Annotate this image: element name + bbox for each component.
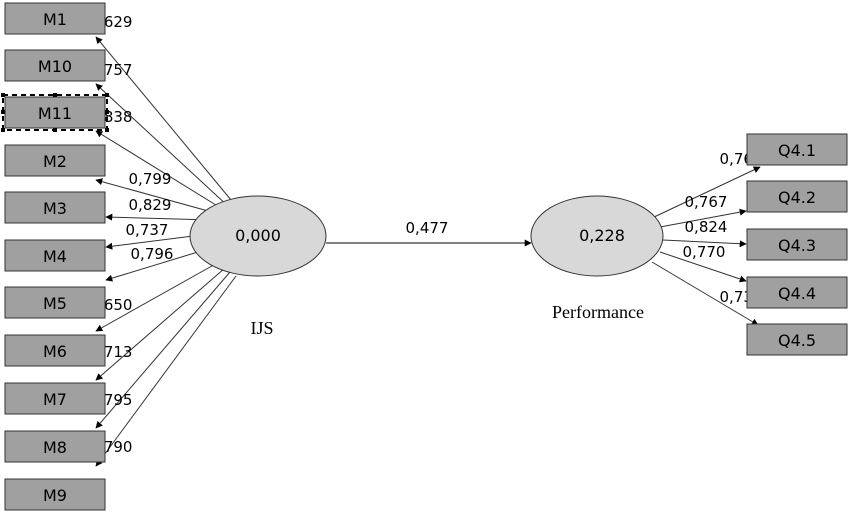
loading-arrow xyxy=(95,36,237,207)
loading-arrow xyxy=(105,213,214,221)
loading-value: 0,799 xyxy=(129,170,172,188)
indicator-q4-1[interactable]: Q4.1 xyxy=(746,133,848,166)
indicator-m11[interactable]: M11 xyxy=(4,96,106,129)
indicator-m3[interactable]: M3 xyxy=(4,191,106,224)
loading-arrow xyxy=(95,275,237,467)
loading-arrow xyxy=(659,251,747,283)
indicator-q4-5[interactable]: Q4.5 xyxy=(746,323,848,356)
path-coefficient: 0,477 xyxy=(406,219,449,237)
indicator-box[interactable] xyxy=(4,239,106,272)
selection-handle[interactable] xyxy=(105,128,109,132)
loading-value: 0,770 xyxy=(683,243,726,261)
indicator-label: Q4.4 xyxy=(778,284,816,303)
loading-arrow xyxy=(95,130,225,211)
indicator-label: Q4.2 xyxy=(778,188,816,207)
indicator-box[interactable] xyxy=(746,276,848,309)
indicator-label: Q4.5 xyxy=(778,331,816,350)
performance-name-label: Performance xyxy=(552,302,644,322)
indicator-label: Q4.1 xyxy=(778,141,816,160)
indicator-box[interactable] xyxy=(4,430,106,463)
indicator-m6[interactable]: M6 xyxy=(4,334,106,367)
construct-performance[interactable]: 0,228 Performance xyxy=(530,195,664,322)
indicator-label: M8 xyxy=(43,438,67,457)
loading-arrow xyxy=(659,208,747,228)
loading-arrow xyxy=(105,247,212,282)
ijs-ellipse[interactable] xyxy=(189,195,327,277)
indicator-label: M11 xyxy=(38,104,72,123)
indicator-m9[interactable]: M9 xyxy=(4,478,106,511)
selection-handle[interactable] xyxy=(53,128,57,132)
indicator-label: M10 xyxy=(38,57,72,76)
indicator-label: M5 xyxy=(43,294,67,313)
indicator-q4-2[interactable]: Q4.2 xyxy=(746,180,848,213)
indicator-box[interactable] xyxy=(4,334,106,367)
indicator-box[interactable] xyxy=(4,49,106,82)
indicator-box[interactable] xyxy=(4,382,106,415)
construct-ijs[interactable]: 0,000 IJS xyxy=(189,195,327,338)
selection-handle[interactable] xyxy=(1,110,5,114)
loading-arrow xyxy=(95,267,226,381)
indicator-m8[interactable]: M8 xyxy=(4,430,106,463)
indicator-m7[interactable]: M7 xyxy=(4,382,106,415)
indicator-label: M2 xyxy=(43,152,67,171)
indicator-label: M7 xyxy=(43,390,67,409)
loading-arrow xyxy=(651,166,761,219)
loading-value: 0,829 xyxy=(129,196,172,214)
indicator-m5[interactable]: M5 xyxy=(4,286,106,319)
indicator-m10[interactable]: M10 xyxy=(4,49,106,82)
selection-handle[interactable] xyxy=(105,110,109,114)
indicator-box[interactable] xyxy=(4,286,106,319)
indicator-m4[interactable]: M4 xyxy=(4,239,106,272)
indicator-label: M3 xyxy=(43,199,67,218)
indicator-label: M4 xyxy=(43,247,67,266)
indicator-label: Q4.3 xyxy=(778,236,816,255)
indicator-box[interactable] xyxy=(746,133,848,166)
performance-indicators: Q4.1Q4.2Q4.3Q4.4Q4.5 xyxy=(746,133,848,356)
loading-value: 0,796 xyxy=(131,245,174,263)
indicator-box[interactable] xyxy=(4,191,106,224)
indicator-label: M1 xyxy=(43,10,67,29)
selection-handle[interactable] xyxy=(1,128,5,132)
indicator-box[interactable] xyxy=(4,96,106,129)
indicator-label: M9 xyxy=(43,486,67,505)
loading-arrow xyxy=(95,178,220,215)
indicator-box[interactable] xyxy=(746,180,848,213)
performance-r2-value: 0,228 xyxy=(579,226,625,245)
ijs-name-label: IJS xyxy=(250,318,273,338)
indicator-box[interactable] xyxy=(4,144,106,177)
indicator-m2[interactable]: M2 xyxy=(4,144,106,177)
indicator-label: M6 xyxy=(43,342,67,361)
selection-handle[interactable] xyxy=(105,93,109,97)
indicator-box[interactable] xyxy=(4,478,106,511)
ijs-r2-value: 0,000 xyxy=(235,226,281,245)
selection-handle[interactable] xyxy=(1,93,5,97)
loading-value: 0,737 xyxy=(126,221,169,239)
performance-ellipse[interactable] xyxy=(530,195,664,277)
indicator-box[interactable] xyxy=(4,2,106,35)
loading-arrow xyxy=(662,239,747,248)
indicator-m1[interactable]: M1 xyxy=(4,2,106,35)
structural-path: 0,477 xyxy=(326,219,532,247)
loading-value: 0,824 xyxy=(685,218,728,236)
indicator-q4-3[interactable]: Q4.3 xyxy=(746,228,848,261)
selection-handle[interactable] xyxy=(53,93,57,97)
loading-arrow xyxy=(95,261,220,332)
loading-value: 0,767 xyxy=(685,193,728,211)
loading-arrow xyxy=(651,261,759,326)
indicator-box[interactable] xyxy=(746,228,848,261)
indicator-box[interactable] xyxy=(746,323,848,356)
loading-arrow xyxy=(95,271,231,429)
loading-arrow xyxy=(95,83,231,209)
indicator-q4-4[interactable]: Q4.4 xyxy=(746,276,848,309)
